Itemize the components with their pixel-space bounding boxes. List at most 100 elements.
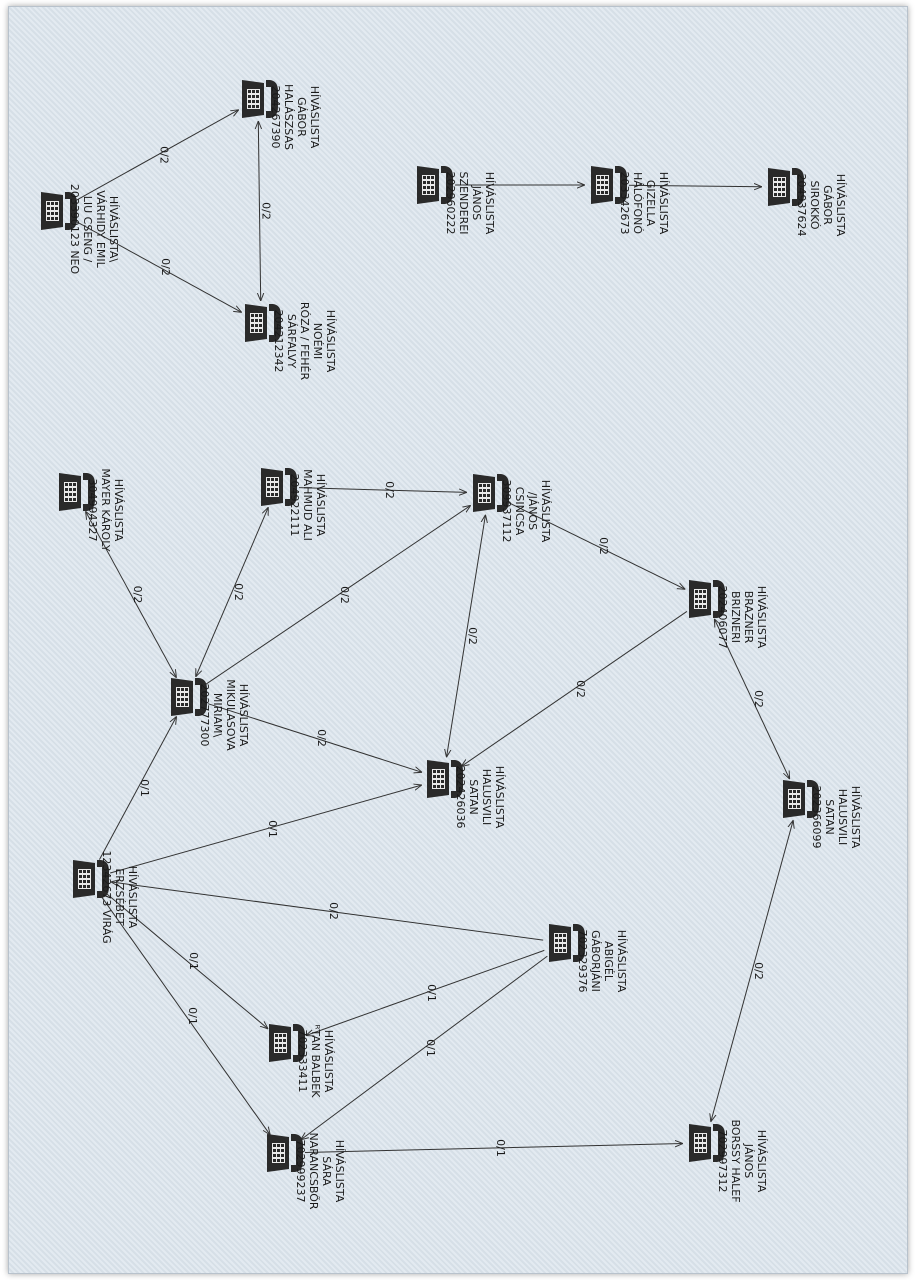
phone-key bbox=[259, 329, 262, 332]
edge-n17-n18 bbox=[628, 185, 762, 187]
phone-handset bbox=[65, 192, 77, 230]
phone-key bbox=[87, 885, 90, 888]
telephone-icon bbox=[417, 166, 453, 204]
edge-n7-n6 bbox=[461, 611, 688, 766]
node-label-line: VÁRHIDY EMIL bbox=[94, 190, 107, 268]
phone-key bbox=[559, 934, 562, 937]
phone-key bbox=[778, 193, 781, 196]
edge-n1-n11 bbox=[101, 896, 271, 1135]
node-label: 12342673 VIRÁGERZSÉBETHÍVÁSLISTA bbox=[100, 850, 139, 943]
edge-label: 0/1 bbox=[138, 779, 151, 797]
node-label-line: 204212342 bbox=[272, 310, 285, 373]
phone-handset bbox=[291, 1134, 303, 1172]
phone-key bbox=[275, 478, 278, 481]
phone-keypad bbox=[274, 1033, 287, 1053]
edge-n1-n9 bbox=[105, 892, 268, 1029]
node-label-line: 202960222 bbox=[444, 172, 457, 235]
phone-key bbox=[252, 90, 255, 93]
phone-key bbox=[431, 176, 434, 179]
phone-key bbox=[703, 590, 706, 593]
phone-key bbox=[256, 95, 259, 98]
phone-key bbox=[251, 324, 254, 327]
phone-key bbox=[185, 688, 188, 691]
node-label-line: 203342673 bbox=[618, 172, 631, 235]
node-n17: 203342673HÁLÓFONÓGIZELLAHÍVÁSLISTA bbox=[591, 166, 670, 235]
node-label: 202426036SATANHALUSVILIHÍVÁSLISTA bbox=[454, 766, 506, 829]
telephone-icon bbox=[73, 860, 109, 898]
phone-key bbox=[695, 600, 698, 603]
phone-keypad bbox=[46, 201, 59, 221]
edge-n5-n6 bbox=[446, 515, 485, 758]
phone-key bbox=[433, 775, 436, 778]
phone-key bbox=[271, 483, 274, 486]
phone-key bbox=[177, 688, 180, 691]
phone-key bbox=[699, 605, 702, 608]
phone-key bbox=[177, 698, 180, 701]
telephone-icon bbox=[689, 580, 725, 618]
phone-key bbox=[248, 105, 251, 108]
node-label-line: 202777300 bbox=[198, 684, 211, 747]
phone-key bbox=[181, 693, 184, 696]
phone-key bbox=[797, 790, 800, 793]
phone-key bbox=[47, 202, 50, 205]
node-label-line: GÁBOR bbox=[295, 97, 308, 137]
node-label-line: GÁBORJÁNI bbox=[589, 930, 602, 992]
phone-key bbox=[47, 217, 50, 220]
telephone-icon bbox=[59, 473, 95, 511]
phone-keypad bbox=[596, 175, 609, 195]
phone-key bbox=[87, 875, 90, 878]
phone-key bbox=[273, 1144, 276, 1147]
phone-key bbox=[277, 1154, 280, 1157]
phone-key bbox=[275, 1049, 278, 1052]
edge-label: 0/1 bbox=[425, 984, 438, 1002]
phone-key bbox=[423, 186, 426, 189]
node-label: 702999237NARANCSBŐRSÁRAHÍVÁSLISTA bbox=[294, 1132, 346, 1209]
node-n4: 204922111MAHMUD ALIHÍVÁSLISTA bbox=[261, 468, 327, 541]
phone-key bbox=[279, 1039, 282, 1042]
phone-key bbox=[427, 191, 430, 194]
node-label-line: JÁNOS bbox=[470, 185, 483, 220]
node-label-line: GÁBOR bbox=[821, 185, 834, 225]
node-label-line: HÍVÁSLISTA bbox=[112, 479, 125, 542]
node-label-line: HALUSVILI bbox=[836, 789, 849, 846]
phone-key bbox=[431, 191, 434, 194]
phone-key bbox=[699, 1139, 702, 1142]
phone-key bbox=[563, 934, 566, 937]
edge-label: 0/2 bbox=[232, 583, 245, 601]
node-label-line: HALUSVILI bbox=[480, 769, 493, 826]
node-n7: 202406077BRIZNERIBRAZNERHÍVÁSLISTA bbox=[689, 580, 768, 649]
phone-key bbox=[51, 202, 54, 205]
phone-handset bbox=[573, 924, 585, 962]
node-label-line: HÍVÁSLISTA bbox=[308, 86, 321, 149]
phone-key bbox=[283, 1049, 286, 1052]
edge-label: 0/1 bbox=[494, 1139, 507, 1157]
phone-key bbox=[778, 188, 781, 191]
node-n18: 204937624SIROKKÓGÁBORHÍVÁSLISTA bbox=[768, 168, 847, 237]
phone-handset bbox=[451, 760, 463, 798]
phone-key bbox=[605, 191, 608, 194]
node-n16: 202960222SZENDEREIJÁNOSHÍVÁSLISTA bbox=[417, 166, 496, 235]
phone-key bbox=[427, 181, 430, 184]
node-n6: 202426036SATANHALUSVILIHÍVÁSLISTA bbox=[427, 760, 506, 829]
phone-key bbox=[774, 193, 777, 196]
phone-handset bbox=[792, 168, 804, 206]
phone-key bbox=[559, 949, 562, 952]
phone-key bbox=[793, 790, 796, 793]
phone-key bbox=[778, 178, 781, 181]
phone-key bbox=[252, 95, 255, 98]
node-label-line: HÍVÁSLISTA bbox=[322, 1030, 335, 1093]
edge-label: 0/2 bbox=[131, 586, 144, 604]
phone-key bbox=[185, 703, 188, 706]
phone-key bbox=[255, 324, 258, 327]
phone-key bbox=[703, 600, 706, 603]
phone-key bbox=[433, 780, 436, 783]
phone-key bbox=[487, 499, 490, 502]
phone-key bbox=[699, 590, 702, 593]
telephone-icon bbox=[768, 168, 804, 206]
phone-key bbox=[782, 193, 785, 196]
node-label-line: HÍVÁSLISTA\ bbox=[107, 196, 120, 263]
telephone-icon bbox=[269, 1024, 305, 1062]
phone-key bbox=[797, 795, 800, 798]
node-n8: 202366099SATANHALUSVILIHÍVÁSLISTA bbox=[783, 780, 862, 849]
